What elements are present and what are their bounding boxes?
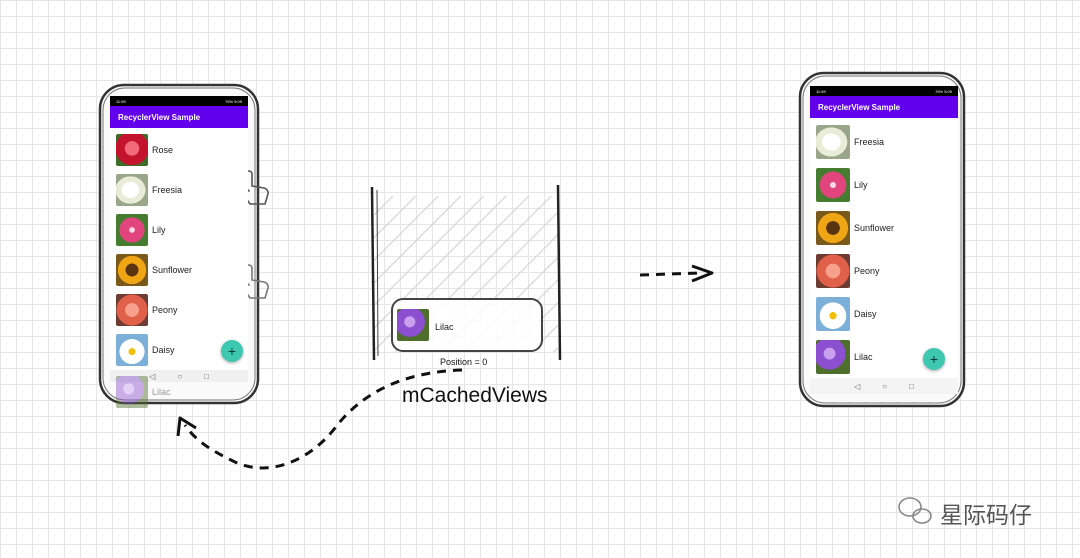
left-app-bar: RecyclerView Sample	[110, 106, 248, 128]
list-item[interactable]: Peony	[810, 252, 958, 290]
fab-add-button[interactable]: +	[221, 340, 243, 362]
list-item-label: Lily	[152, 225, 166, 235]
sunflower-flower-image	[116, 254, 148, 286]
list-item-label: Daisy	[854, 309, 877, 319]
lily-flower-image	[116, 214, 148, 246]
right-recycler-list[interactable]: Freesia Lily Sunflower Peony Daisy Lilac	[810, 118, 958, 378]
list-item-label: Rose	[152, 145, 174, 155]
status-battery: 76% 5:09	[935, 88, 952, 94]
app-title: RecyclerView Sample	[818, 102, 901, 112]
left-recycler-list[interactable]: Rose Freesia Lily Sunflower Peony Daisy	[110, 128, 248, 382]
rose-flower-image	[116, 134, 148, 166]
cache-left-wall	[370, 186, 376, 361]
lily-flower-image	[816, 168, 850, 202]
fab-add-button[interactable]: +	[923, 348, 945, 370]
list-item-label: Sunflower	[152, 265, 193, 275]
list-item-label: Peony	[854, 266, 880, 276]
list-item-label: Sunflower	[854, 223, 895, 233]
lilac-flower-image	[397, 309, 429, 341]
back-icon[interactable]: ◁	[854, 381, 861, 391]
left-status-bar: 11:59 76% 5:09	[110, 96, 248, 106]
list-item[interactable]: Rose	[110, 132, 248, 168]
status-battery: 76% 5:09	[225, 98, 242, 104]
home-icon[interactable]: ○	[882, 381, 888, 391]
list-item-label: Peony	[152, 305, 178, 315]
right-nav-bar: ◁ ○ □	[810, 378, 958, 394]
list-item-label: Freesia	[854, 137, 885, 147]
wechat-icon	[898, 497, 932, 524]
list-item[interactable]: Daisy	[110, 332, 248, 368]
list-item[interactable]: Lily	[810, 166, 958, 204]
list-item[interactable]: Sunflower	[110, 252, 248, 288]
lilac-flower-image	[816, 340, 850, 374]
freesia-flower-image	[116, 174, 148, 206]
transition-arrow	[639, 271, 701, 277]
peony-flower-image	[816, 254, 850, 288]
detached-list-item: Lilac	[110, 374, 250, 410]
list-item-label: Freesia	[152, 185, 183, 195]
right-app-bar: RecyclerView Sample	[810, 96, 958, 118]
lilac-flower-image	[116, 376, 148, 408]
list-item-label: Daisy	[152, 345, 175, 355]
daisy-flower-image	[816, 297, 850, 331]
sunflower-flower-image	[816, 211, 850, 245]
list-item-label: Lilac	[152, 387, 171, 397]
back-icon[interactable]: ◁	[149, 371, 156, 381]
recents-icon[interactable]: □	[909, 381, 914, 391]
daisy-flower-image	[116, 334, 148, 366]
recents-icon[interactable]: □	[204, 371, 209, 381]
list-item[interactable]: Freesia	[110, 172, 248, 208]
watermark-text: 星际码仔	[940, 502, 1032, 528]
left-nav-bar: ◁ ○ □	[110, 370, 248, 382]
list-item[interactable]: Daisy	[810, 295, 958, 333]
app-title: RecyclerView Sample	[118, 112, 201, 122]
list-item[interactable]: Peony	[110, 292, 248, 328]
list-item[interactable]: Lilac	[810, 338, 958, 376]
right-phone-screen: 11:59 76% 5:09 RecyclerView Sample Frees…	[810, 86, 958, 394]
peony-flower-image	[116, 294, 148, 326]
left-phone-screen: 11:59 76% 5:09 RecyclerView Sample Rose …	[110, 96, 248, 382]
position-label: Position = 0	[440, 357, 488, 367]
cache-right-wall	[556, 184, 562, 361]
cached-item-label: Lilac	[435, 322, 454, 332]
list-item-label: Lily	[854, 180, 868, 190]
status-time: 11:59	[116, 98, 126, 104]
freesia-flower-image	[816, 125, 850, 159]
list-item-label: Lilac	[854, 352, 873, 362]
right-status-bar: 11:59 76% 5:09	[810, 86, 958, 96]
status-time: 11:59	[816, 88, 826, 94]
cache-title: mCachedViews	[402, 384, 548, 407]
list-item[interactable]: Lily	[110, 212, 248, 248]
list-item[interactable]: Freesia	[810, 123, 958, 161]
list-item[interactable]: Sunflower	[810, 209, 958, 247]
cached-view-holder: Lilac	[391, 298, 543, 352]
home-icon[interactable]: ○	[177, 371, 183, 381]
